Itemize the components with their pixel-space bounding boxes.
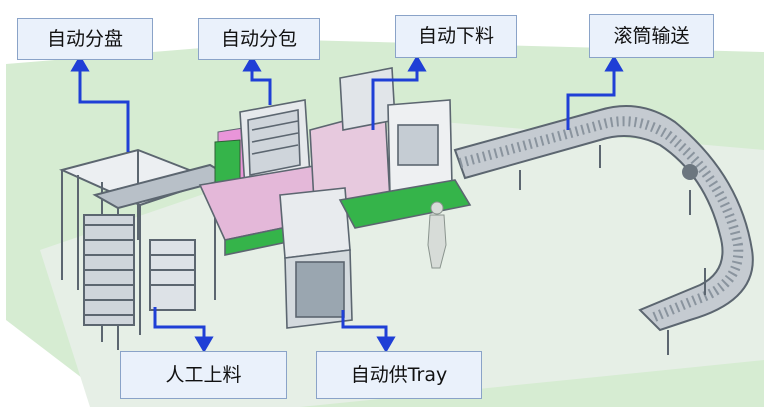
label-auto-packing: 自动分包 [198,18,320,60]
arrow-roller-conveyor [566,68,616,130]
arrow-auto-tray-split [78,68,130,152]
arrow-manual-load [153,307,206,340]
tray-supply-cabinet [279,179,472,329]
label-auto-unload: 自动下料 [395,15,517,58]
tray-split-rack [59,148,235,350]
arrow-auto-packing [250,68,272,105]
label-auto-tray-supply: 自动供Tray [316,351,482,399]
label-roller-conveyor: 滚筒输送 [589,14,714,58]
callout-arrows [70,55,624,353]
label-auto-tray-split: 自动分盘 [17,18,153,60]
arrow-auto-tray-supply [341,310,388,340]
label-manual-load: 人工上料 [120,351,287,399]
arrow-auto-unload [371,68,419,130]
roller-conveyor [453,105,754,355]
operator-figure [427,201,447,269]
